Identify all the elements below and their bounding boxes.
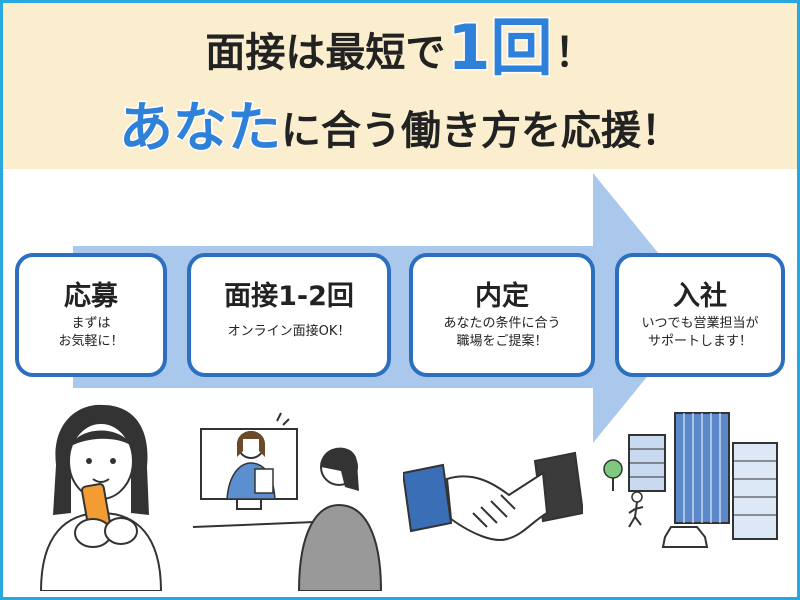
- office-buildings-icon: [603, 412, 778, 548]
- headline-text-a: 面接は最短で: [205, 30, 446, 76]
- handshake-icon: [403, 451, 583, 541]
- step-join-box: 入社 いつでも営業担当が サポートします！: [615, 253, 785, 377]
- step-title: 面接1-2回: [224, 281, 354, 312]
- step-subtext: まずは: [71, 316, 111, 331]
- online-interview-icon: [192, 412, 383, 591]
- headline-line-1: 面接は最短で 1回 ！: [3, 11, 797, 84]
- headline-highlight-number: 1回: [446, 11, 554, 84]
- step-subtext: お気軽に！: [58, 334, 124, 349]
- headline-line-2: あなた に合う働き方を応援！: [3, 89, 797, 163]
- step-subtext: 職場をご提案！: [456, 334, 548, 349]
- step-title: 内定: [475, 281, 529, 312]
- step-apply-box: 応募 まずは お気軽に！: [15, 253, 167, 377]
- step-title: 応募: [64, 281, 118, 312]
- headline-text-rest: に合う働き方を応援！: [281, 108, 681, 154]
- headline-text-b: ！: [554, 30, 595, 76]
- step-interview-box: 面接1-2回 オンライン面接OK！: [187, 253, 391, 377]
- step-subtext: オンライン面接OK！: [227, 324, 351, 339]
- header-band: 面接は最短で 1回 ！ あなた に合う働き方を応援！: [3, 3, 797, 169]
- woman-smartphone-icon: [39, 404, 163, 591]
- step-subtext: いつでも営業担当が: [641, 316, 759, 331]
- step-subtext: あなたの条件に合う: [443, 316, 561, 331]
- step-title: 入社: [673, 281, 727, 312]
- step-offer-box: 内定 あなたの条件に合う 職場をご提案！: [409, 253, 595, 377]
- step-subtext: サポートします！: [647, 334, 752, 349]
- headline-highlight-word: あなた: [118, 95, 283, 161]
